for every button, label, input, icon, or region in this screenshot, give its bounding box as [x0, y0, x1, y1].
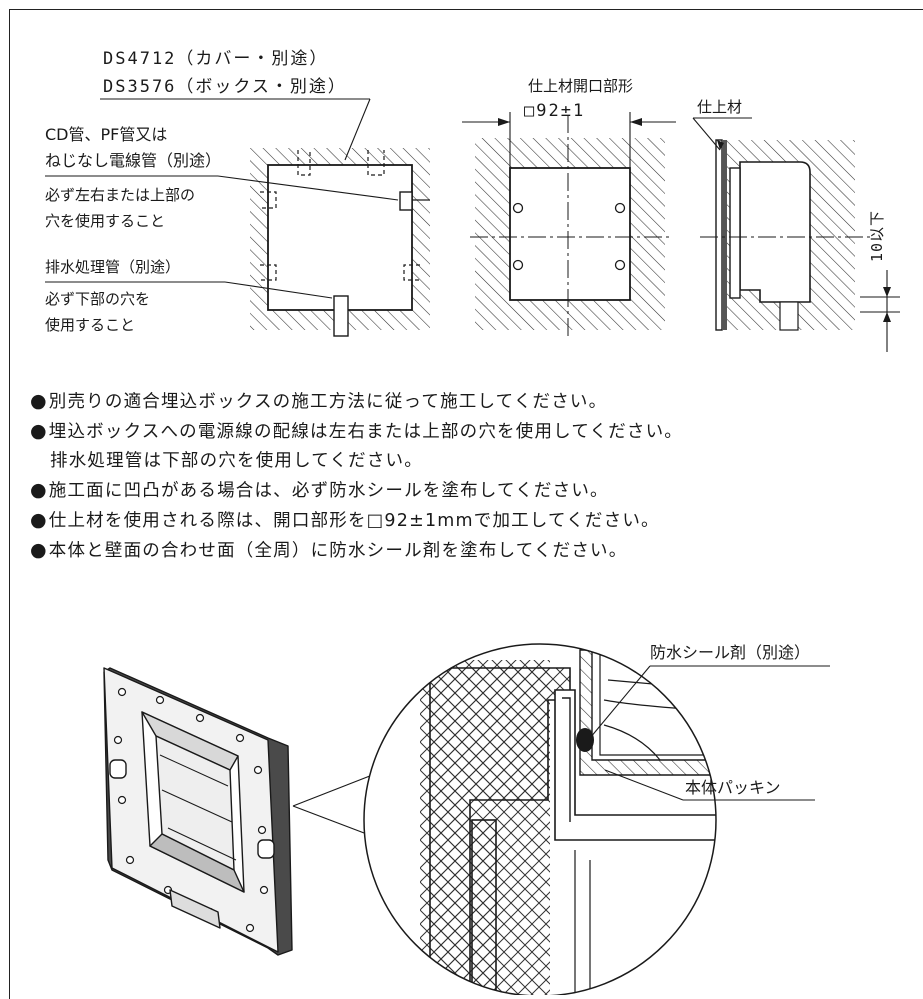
opening-size: □92±1 — [524, 101, 585, 121]
detail-leaders — [589, 665, 830, 801]
finish-material-label: 仕上材 — [697, 98, 742, 116]
note-item: 排水処理管は下部の穴を使用してください。 — [50, 451, 423, 471]
depth-label: 10以下 — [868, 210, 886, 262]
box-isometric-illustration — [103, 667, 293, 956]
note-item: 埋込ボックスへの電源線の配線は左右または上部の穴を使用してください。 — [30, 417, 900, 447]
side-hole-label-2: 穴を使用すること — [45, 212, 165, 230]
note-item: 仕上材を使用される際は、開口部形を□92±1mmで加工してください。 — [30, 506, 900, 536]
drain-label: 排水処理管（別途） — [45, 258, 180, 276]
callout-lines — [292, 771, 381, 837]
drawing-frame — [9, 9, 923, 999]
conduit-label-2: ねじなし電線管（別途） — [45, 151, 221, 170]
opening-title: 仕上材開口部形 — [528, 77, 633, 95]
detail-circle — [363, 643, 717, 995]
opening-front-view — [462, 112, 676, 340]
leader-lines — [45, 98, 399, 299]
bottom-hole-label-2: 使用すること — [45, 316, 135, 334]
note-item: 本体と壁面の合わせ面（全周）に防水シール剤を塗布してください。 — [30, 536, 900, 566]
box-side-section — [692, 117, 900, 352]
model-box-text: DS3576（ボックス・別途） — [103, 77, 347, 97]
bottom-hole-label-1: 必ず下部の穴を — [45, 290, 150, 308]
sealant-label: 防水シール剤（別途） — [650, 643, 810, 662]
installation-notes: 別売りの適合埋込ボックスの施工方法に従って施工してください。 埋込ボックスへの電… — [30, 387, 900, 566]
conduit-label-1: CD管、PF管又は — [45, 125, 167, 144]
note-item: 別売りの適合埋込ボックスの施工方法に従って施工してください。 — [30, 387, 900, 417]
side-hole-label-1: 必ず左右または上部の — [45, 186, 195, 204]
gasket-label: 本体パッキン — [685, 778, 781, 797]
model-cover-text: DS4712（カバー・別途） — [103, 49, 328, 69]
box-front-view — [250, 148, 430, 337]
note-item: 施工面に凹凸がある場合は、必ず防水シールを塗布してください。 — [30, 476, 900, 506]
